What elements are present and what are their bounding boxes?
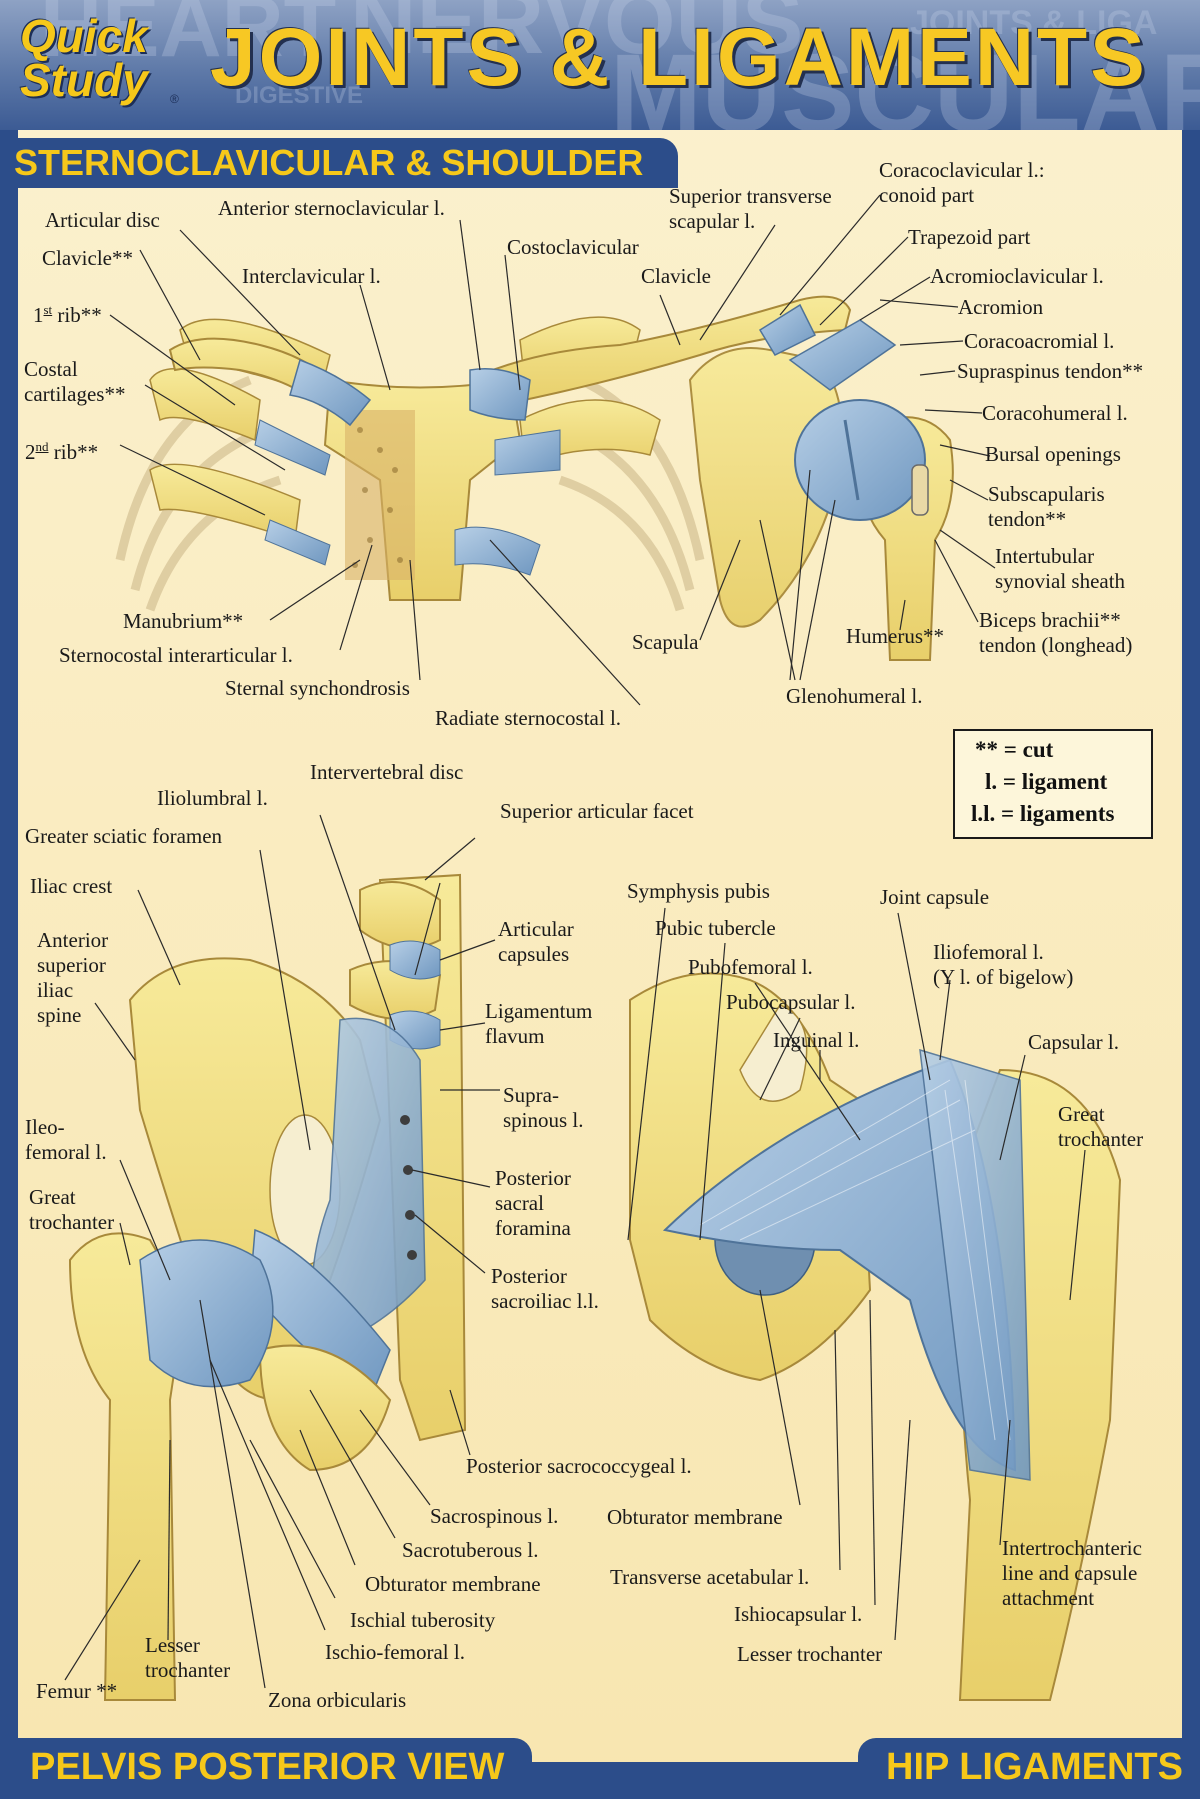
- section-title-hip: HIP LIGAMENTS: [858, 1738, 1200, 1796]
- label-inguinal: Inguinal l.: [773, 1028, 860, 1052]
- label-coracoacromial: Coracoacromial l.: [964, 329, 1115, 353]
- label-posterior-sacrococcygeal: Posterior sacrococcygeal l.: [466, 1454, 692, 1478]
- label-ischial-tuberosity: Ischial tuberosity: [350, 1608, 496, 1632]
- label-first-rib: 1st rib**: [33, 302, 102, 327]
- legend-ligaments: l.l. = ligaments: [971, 801, 1115, 826]
- label-acromion: Acromion: [958, 295, 1044, 319]
- header: HEART NERVOUS MUSCULAR JOINTS & LIGA DIG…: [0, 0, 1200, 130]
- label-coracoclavicular: Coracoclavicular l.:conoid part: [879, 158, 1045, 207]
- label-ileofemoral: Ileo-femoral l.: [25, 1115, 107, 1164]
- label-pubofemoral: Pubofemoral l.: [688, 955, 813, 979]
- label-sacrospinous: Sacrospinous l.: [430, 1504, 559, 1528]
- label-humerus: Humerus**: [846, 624, 944, 648]
- label-femur: Femur **: [36, 1679, 118, 1703]
- label-symphysis-pubis: Symphysis pubis: [627, 879, 770, 903]
- label-sternocostal-interarticular: Sternocostal interarticular l.: [59, 643, 293, 667]
- legend-box: ** = cut l. = ligament l.l. = ligaments: [953, 729, 1153, 839]
- label-acromioclavicular: Acromioclavicular l.: [930, 264, 1104, 288]
- label-capsular: Capsular l.: [1028, 1030, 1119, 1054]
- label-sacrotuberous: Sacrotuberous l.: [402, 1538, 539, 1562]
- header-bg-word-4: JOINTS & LIGA: [910, 4, 1158, 42]
- brand-line-2: Study: [20, 54, 148, 106]
- label-coracohumeral: Coracohumeral l.: [982, 401, 1128, 425]
- label-bursal-openings: Bursal openings: [985, 442, 1121, 466]
- label-sternal-synchondrosis: Sternal synchondrosis: [225, 676, 410, 700]
- label-second-rib: 2nd rib**: [25, 439, 99, 464]
- header-bg-word-5: DIGESTIVE: [235, 82, 364, 109]
- label-iliac-crest: Iliac crest: [30, 874, 113, 898]
- label-greater-sciatic-foramen: Greater sciatic foramen: [25, 824, 223, 848]
- header-bg-word-1: HEART: [40, 0, 337, 75]
- label-costoclavicular: Costoclavicular: [507, 235, 639, 259]
- frame-right: [1182, 130, 1200, 1799]
- label-hip-obturator-membrane: Obturator membrane: [607, 1505, 783, 1529]
- label-trapezoid-part: Trapezoid part: [908, 225, 1031, 249]
- label-joint-capsule: Joint capsule: [880, 885, 990, 909]
- label-interclavicular: Interclavicular l.: [242, 264, 381, 288]
- header-bg-word-2: NERVOUS: [350, 0, 804, 73]
- frame-left: [0, 130, 18, 1799]
- pelvis-illustration: [68, 873, 467, 1701]
- label-radiate-sternocostal: Radiate sternocostal l.: [435, 706, 622, 730]
- label-pelvis-obturator-membrane: Obturator membrane: [365, 1572, 541, 1596]
- label-hip-lesser-trochanter: Lesser trochanter: [737, 1642, 883, 1666]
- label-ischio-femoral: Ischio-femoral l.: [325, 1640, 465, 1664]
- label-iliolumbral: Iliolumbral l.: [157, 786, 268, 810]
- label-pubic-tubercle: Pubic tubercle: [655, 916, 776, 940]
- brand-line-1: Quick: [20, 10, 148, 62]
- label-superior-articular-facet: Superior articular facet: [500, 799, 694, 823]
- section-title-shoulder: STERNOCLAVICULAR & SHOULDER: [0, 138, 678, 188]
- label-glenohumeral: Glenohumeral l.: [786, 684, 923, 708]
- header-bg-word-3: MUSCULAR: [610, 32, 1200, 130]
- label-intervertebral-disc: Intervertebral disc: [310, 760, 464, 784]
- brand-logo: Quick Study: [20, 10, 148, 106]
- legend-cut: ** = cut: [975, 737, 1054, 762]
- label-clavicle: Clavicle: [641, 264, 711, 288]
- label-supraspinous: Supra-spinous l.: [503, 1083, 584, 1132]
- label-zona-orbicularis: Zona orbicularis: [268, 1688, 407, 1712]
- label-articular-disc: Articular disc: [45, 208, 160, 232]
- label-transverse-acetabular: Transverse acetabular l.: [610, 1565, 810, 1589]
- label-iliofemoral: Iliofemoral l.(Y l. of bigelow): [933, 940, 1074, 989]
- label-pubocapsular: Pubocapsular l.: [726, 990, 856, 1014]
- label-anterior-sternoclavicular: Anterior sternoclavicular l.: [218, 196, 445, 220]
- label-ishiocapsular: Ishiocapsular l.: [734, 1602, 863, 1626]
- label-manubrium: Manubrium**: [123, 609, 244, 633]
- leader-lines: [64, 194, 1086, 1689]
- label-supraspinus-tendon: Supraspinus tendon**: [957, 359, 1144, 383]
- legend-ligament: l. = ligament: [985, 769, 1108, 794]
- section-title-pelvis: PELVIS POSTERIOR VIEW: [0, 1738, 532, 1796]
- label-biceps-tendon: Biceps brachii**tendon (longhead): [979, 608, 1133, 657]
- brand-registered: ®: [170, 92, 179, 106]
- label-scapula: Scapula: [632, 630, 699, 654]
- shoulder-illustration: [115, 295, 954, 661]
- page-title: JOINTS & LIGAMENTS: [210, 12, 1148, 103]
- label-clavicle-cut: Clavicle**: [42, 246, 133, 270]
